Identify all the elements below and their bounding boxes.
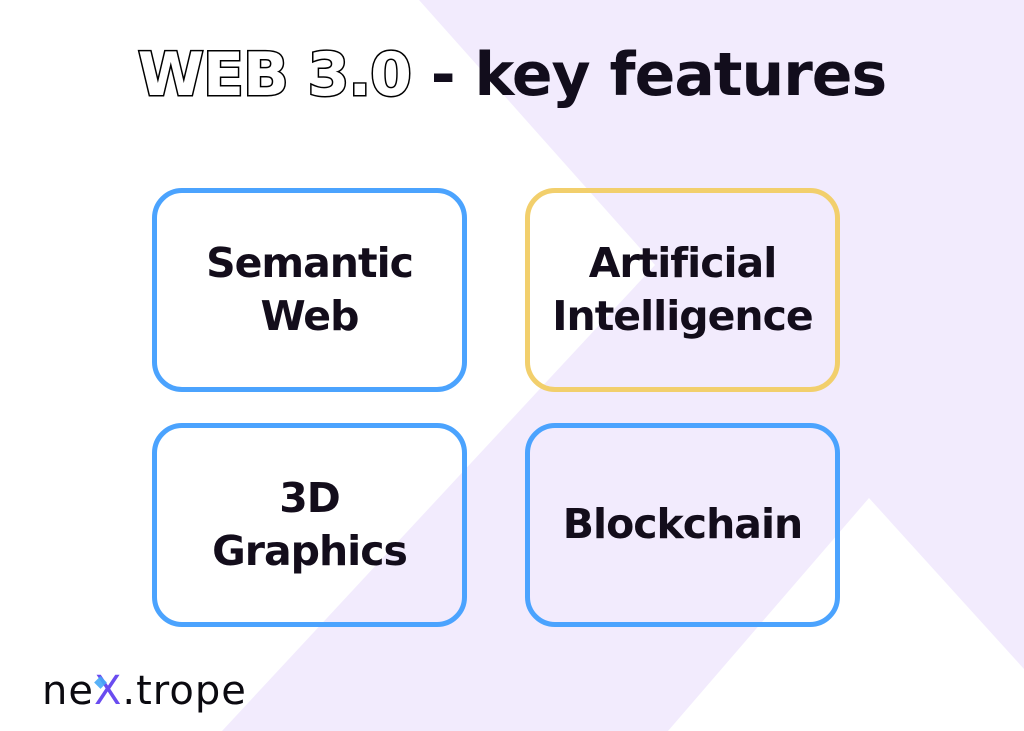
card-3d-graphics: 3D Graphics <box>152 423 467 627</box>
page-title: WEB 3.0 - key features <box>0 39 1024 112</box>
nextrope-logo: neX.trope <box>42 668 247 714</box>
card-label: Intelligence <box>552 292 813 340</box>
title-key-features: - key features <box>430 40 887 110</box>
card-label: Web <box>260 292 360 340</box>
card-label: 3D <box>279 473 341 522</box>
card-label: Blockchain <box>562 500 803 549</box>
logo-text: ne <box>42 668 94 714</box>
logo-text: .trope <box>122 668 247 714</box>
logo-x-mark: X <box>93 668 123 714</box>
card-label: Semantic <box>206 238 414 287</box>
card-label: Graphics <box>212 527 408 575</box>
card-blockchain: Blockchain <box>525 423 840 627</box>
card-label: Artificial <box>588 238 778 287</box>
title-web3: WEB 3.0 <box>136 39 413 112</box>
